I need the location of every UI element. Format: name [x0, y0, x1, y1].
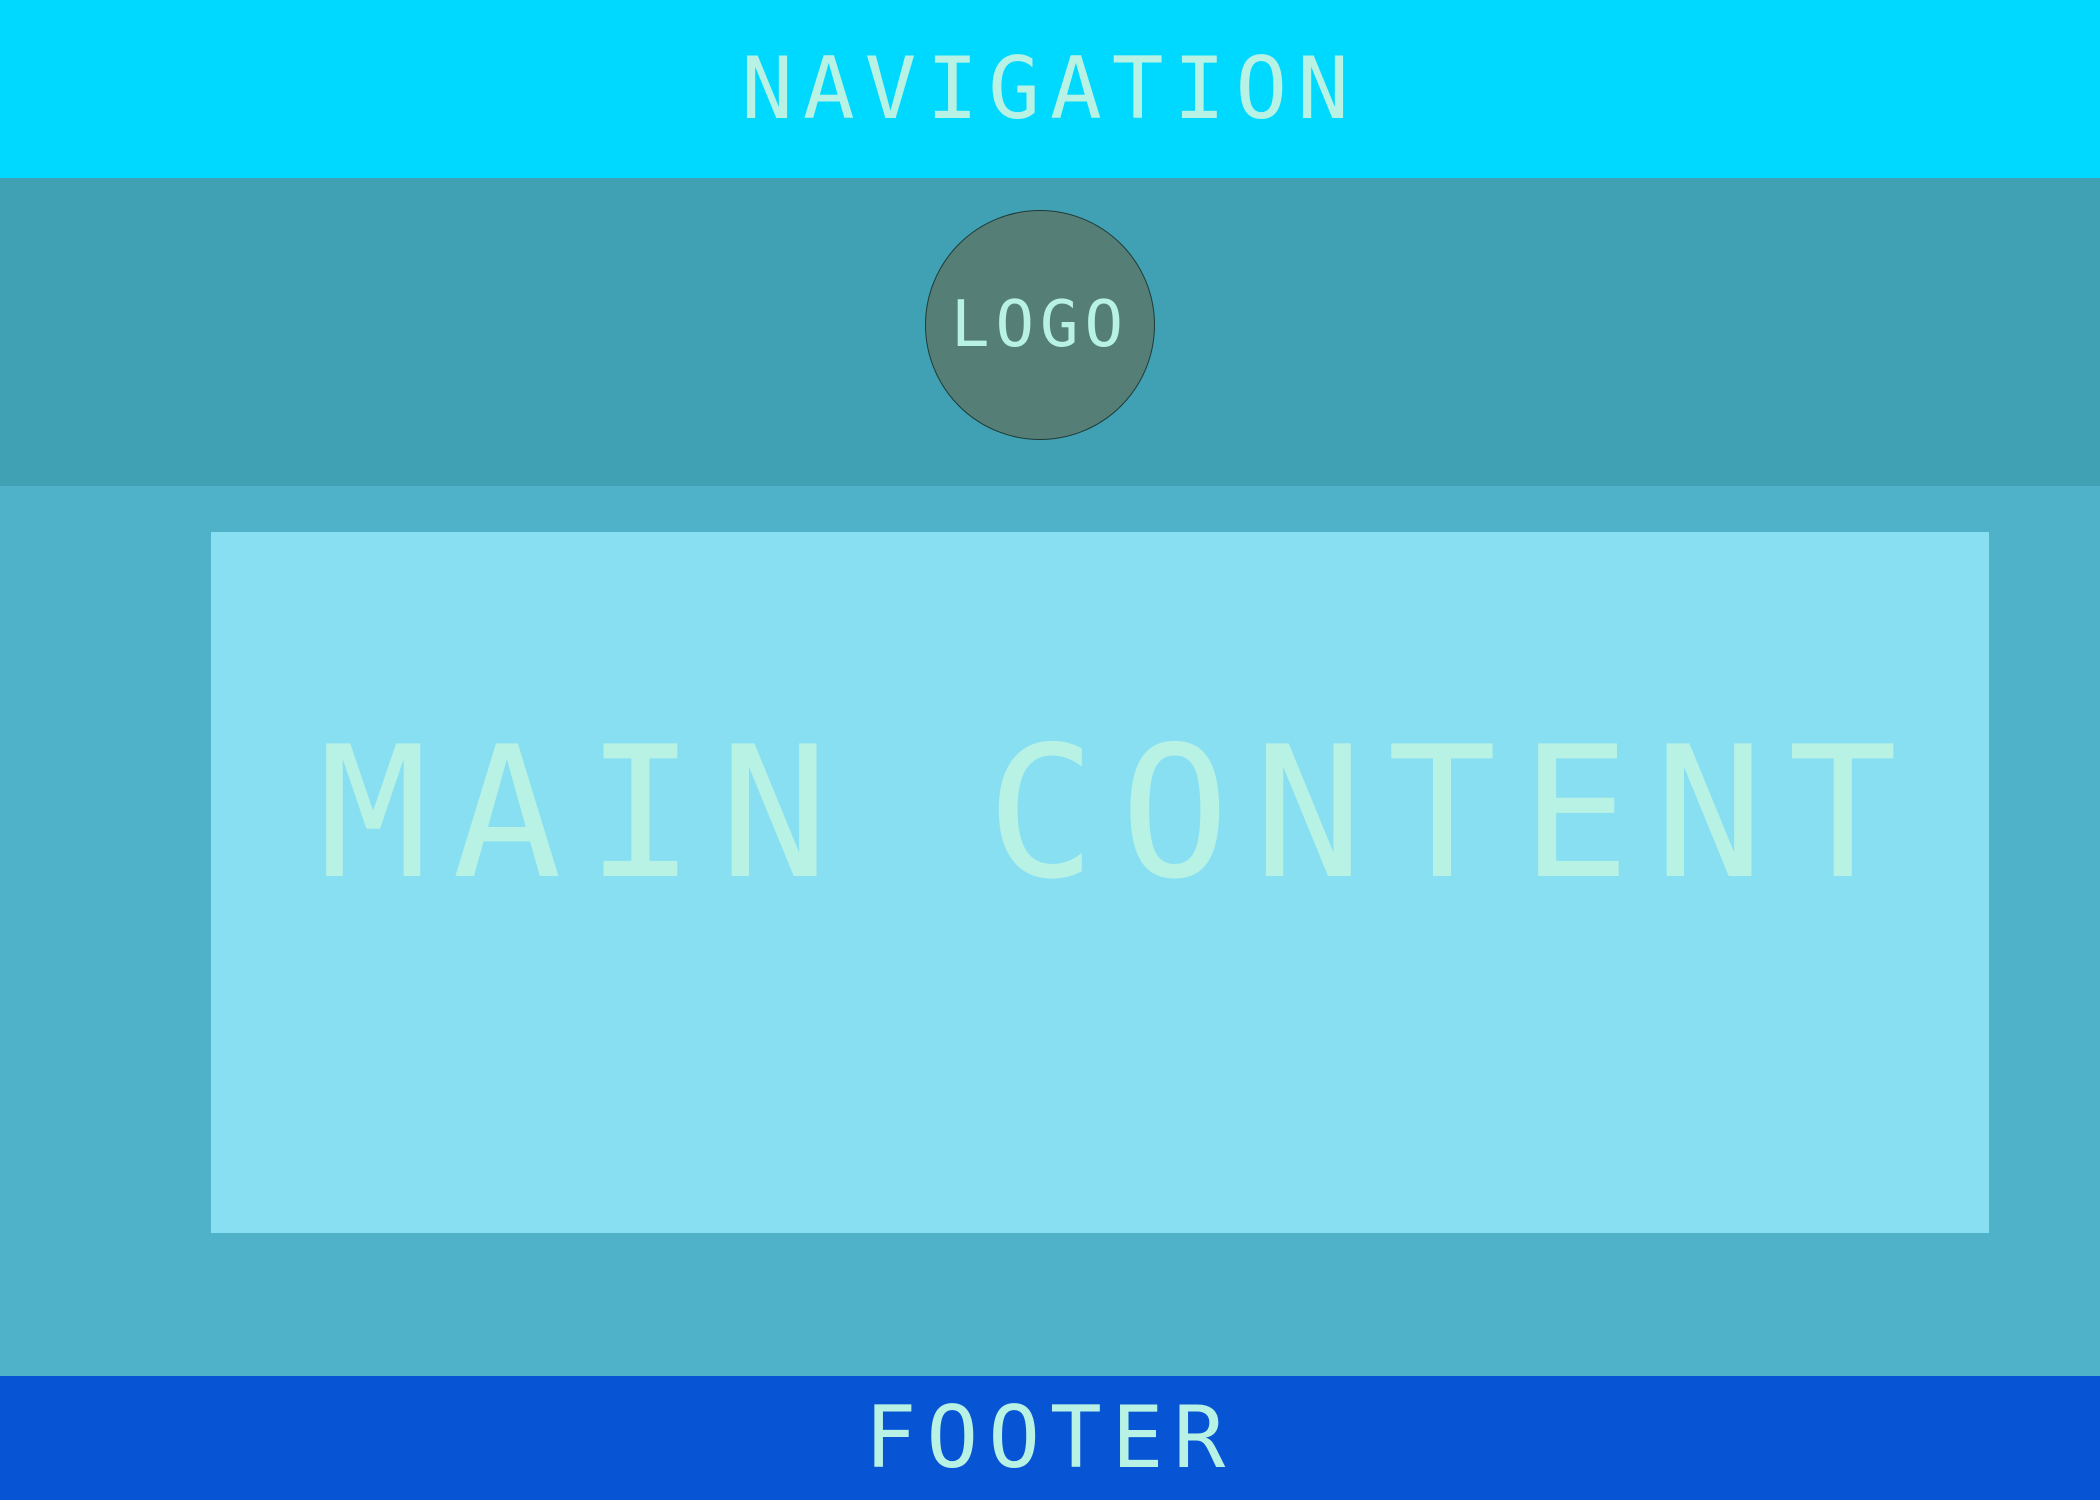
footer-bar: FOOTER [0, 1376, 2100, 1500]
navigation-bar[interactable]: NAVIGATION [0, 0, 2100, 178]
footer-label: FOOTER [864, 1388, 1236, 1488]
navigation-label: NAVIGATION [741, 39, 1359, 139]
logo[interactable]: LOGO [925, 210, 1155, 440]
main-content-label: MAIN CONTENT [318, 706, 1922, 919]
main-content-panel: MAIN CONTENT [211, 532, 1989, 1233]
logo-text: LOGO [950, 288, 1130, 362]
